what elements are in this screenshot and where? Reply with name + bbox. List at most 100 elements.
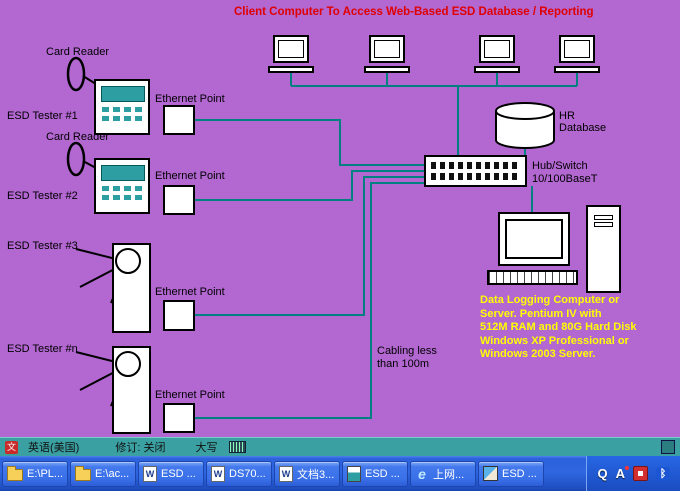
cabling-note-line1: Cabling less: [377, 345, 437, 357]
hr-database-cylinder-icon: [495, 102, 555, 149]
image-file-icon: [483, 466, 498, 481]
monitor-screen: [564, 40, 590, 58]
word-document-icon: [211, 465, 225, 482]
hub-ports-row: [431, 173, 520, 180]
esd-tester-n-label: ESD Tester #n: [7, 343, 78, 355]
note-line: Windows XP Professional or: [480, 334, 629, 347]
client-computer-2-monitor: [369, 35, 405, 63]
ime-language-icon[interactable]: 文: [5, 440, 18, 454]
esd-network-diagram: Client Computer To Access Web-Based ESD …: [7, 6, 637, 434]
data-logging-note: Data Logging Computer or Server. Pentium…: [480, 294, 637, 362]
taskbar-button-1[interactable]: E:\PL...: [2, 460, 68, 487]
hub-switch-box: [424, 155, 527, 187]
word-document-icon: [143, 465, 157, 482]
client-computer-4-base: [554, 66, 600, 73]
taskbar-button-label: ESD ...: [161, 467, 196, 480]
network-cables: [195, 71, 578, 419]
server-monitor: [498, 212, 570, 266]
turnstile-tester-n-icon: [75, 346, 151, 434]
tester-screen: [101, 86, 145, 102]
taskbar-button-6[interactable]: ESD ...: [342, 460, 408, 487]
windows-taskbar: E:\PL... E:\ac... ESD ... DS70... 文档3...…: [0, 456, 680, 491]
esd-tester-1-device: [94, 79, 150, 135]
qq-tray-icon[interactable]: Q: [597, 466, 608, 481]
note-line: Data Logging Computer or: [480, 294, 620, 306]
hr-database-label-line2: Database: [559, 122, 607, 134]
monitor-screen: [505, 219, 563, 259]
keyboard-icon[interactable]: [229, 441, 247, 453]
taskbar-button-label: 上网...: [433, 468, 465, 481]
card-reader-1-icon: [66, 56, 86, 92]
taskbar-button-label: E:\PL...: [27, 467, 64, 480]
track-changes-status[interactable]: 修订: 关闭: [115, 442, 166, 454]
ethernet-point-n-label: Ethernet Point: [155, 389, 225, 401]
taskbar-button-label: ESD ...: [502, 467, 537, 480]
esd-tester-2-label: ESD Tester #2: [7, 190, 78, 202]
notification-dot: [625, 466, 629, 470]
taskbar-button-label: 文档3...: [297, 468, 335, 481]
document-icon: [347, 465, 361, 482]
ethernet-point-1-box: [163, 105, 195, 135]
card-reader-2-icon: [66, 141, 86, 177]
note-line: 512M RAM and 80G Hard Disk: [480, 321, 637, 333]
esd-tester-3-label: ESD Tester #3: [7, 240, 78, 252]
monitor-screen: [278, 40, 304, 58]
statusbar-right-icon[interactable]: [661, 440, 675, 454]
tester-buttons-row: [102, 195, 142, 200]
connection-wires: [66, 56, 578, 434]
tower-drive-slot: [594, 222, 613, 227]
language-indicator[interactable]: 英语(美国): [28, 442, 80, 454]
taskbar-button-label: DS70...: [229, 467, 266, 480]
ime-tray-icon[interactable]: A: [616, 466, 629, 481]
word-status-bar: 文 英语(美国) 修订: 关闭 大写: [0, 437, 680, 456]
taskbar-button-7[interactable]: 上网...: [410, 460, 476, 487]
taskbar-button-label: ESD ...: [365, 467, 400, 480]
monitor-screen: [374, 40, 400, 58]
client-computer-3-base: [474, 66, 520, 73]
tester-screen: [101, 165, 145, 181]
tester-buttons-row: [102, 116, 142, 121]
folder-icon: [7, 465, 23, 481]
esd-tester-1-label: ESD Tester #1: [7, 110, 78, 122]
word-document-icon: [279, 465, 293, 482]
taskbar-button-2[interactable]: E:\ac...: [70, 460, 136, 487]
internet-explorer-icon: [415, 466, 429, 482]
system-tray: Q A ᛒ: [586, 456, 680, 491]
taskbar-button-3[interactable]: ESD ...: [138, 460, 204, 487]
ethernet-point-3-label: Ethernet Point: [155, 286, 225, 298]
device-link-lines: [82, 75, 97, 169]
ethernet-point-3-box: [163, 300, 195, 331]
tower-drive-slot: [594, 215, 613, 220]
red-app-tray-icon[interactable]: [633, 466, 648, 481]
ethernet-point-2-label: Ethernet Point: [155, 170, 225, 182]
note-line: Server. Pentium IV with: [480, 307, 602, 320]
taskbar-button-label: E:\ac...: [95, 467, 130, 480]
card-reader-2-label: Card Reader: [46, 131, 109, 143]
client-computer-1-base: [268, 66, 314, 73]
monitor-screen: [484, 40, 510, 58]
server-keyboard: [487, 270, 578, 285]
ethernet-point-1-label: Ethernet Point: [155, 93, 225, 105]
hub-ports-row: [431, 162, 520, 169]
hub-switch-label-line1: Hub/Switch: [532, 160, 588, 172]
bluetooth-tray-icon[interactable]: ᛒ: [656, 466, 670, 481]
note-line: Windows 2003 Server.: [480, 348, 596, 360]
client-computer-3-monitor: [479, 35, 515, 63]
turnstile-tester-3-icon: [75, 243, 151, 333]
caps-status[interactable]: 大写: [195, 442, 218, 454]
server-tower: [586, 205, 621, 293]
client-computer-4-monitor: [559, 35, 595, 63]
tester-buttons-row: [102, 107, 142, 112]
taskbar-button-5[interactable]: 文档3...: [274, 460, 340, 487]
diagram-title: Client Computer To Access Web-Based ESD …: [234, 6, 594, 18]
hr-database-label-line1: HR: [559, 110, 575, 122]
folder-icon: [75, 465, 91, 481]
client-computer-1-monitor: [273, 35, 309, 63]
ethernet-point-2-box: [163, 185, 195, 215]
esd-tester-2-device: [94, 158, 150, 214]
taskbar-button-8[interactable]: ESD ...: [478, 460, 544, 487]
card-reader-1-label: Card Reader: [46, 46, 109, 58]
cabling-note-line2: than 100m: [377, 358, 429, 370]
taskbar-button-4[interactable]: DS70...: [206, 460, 272, 487]
